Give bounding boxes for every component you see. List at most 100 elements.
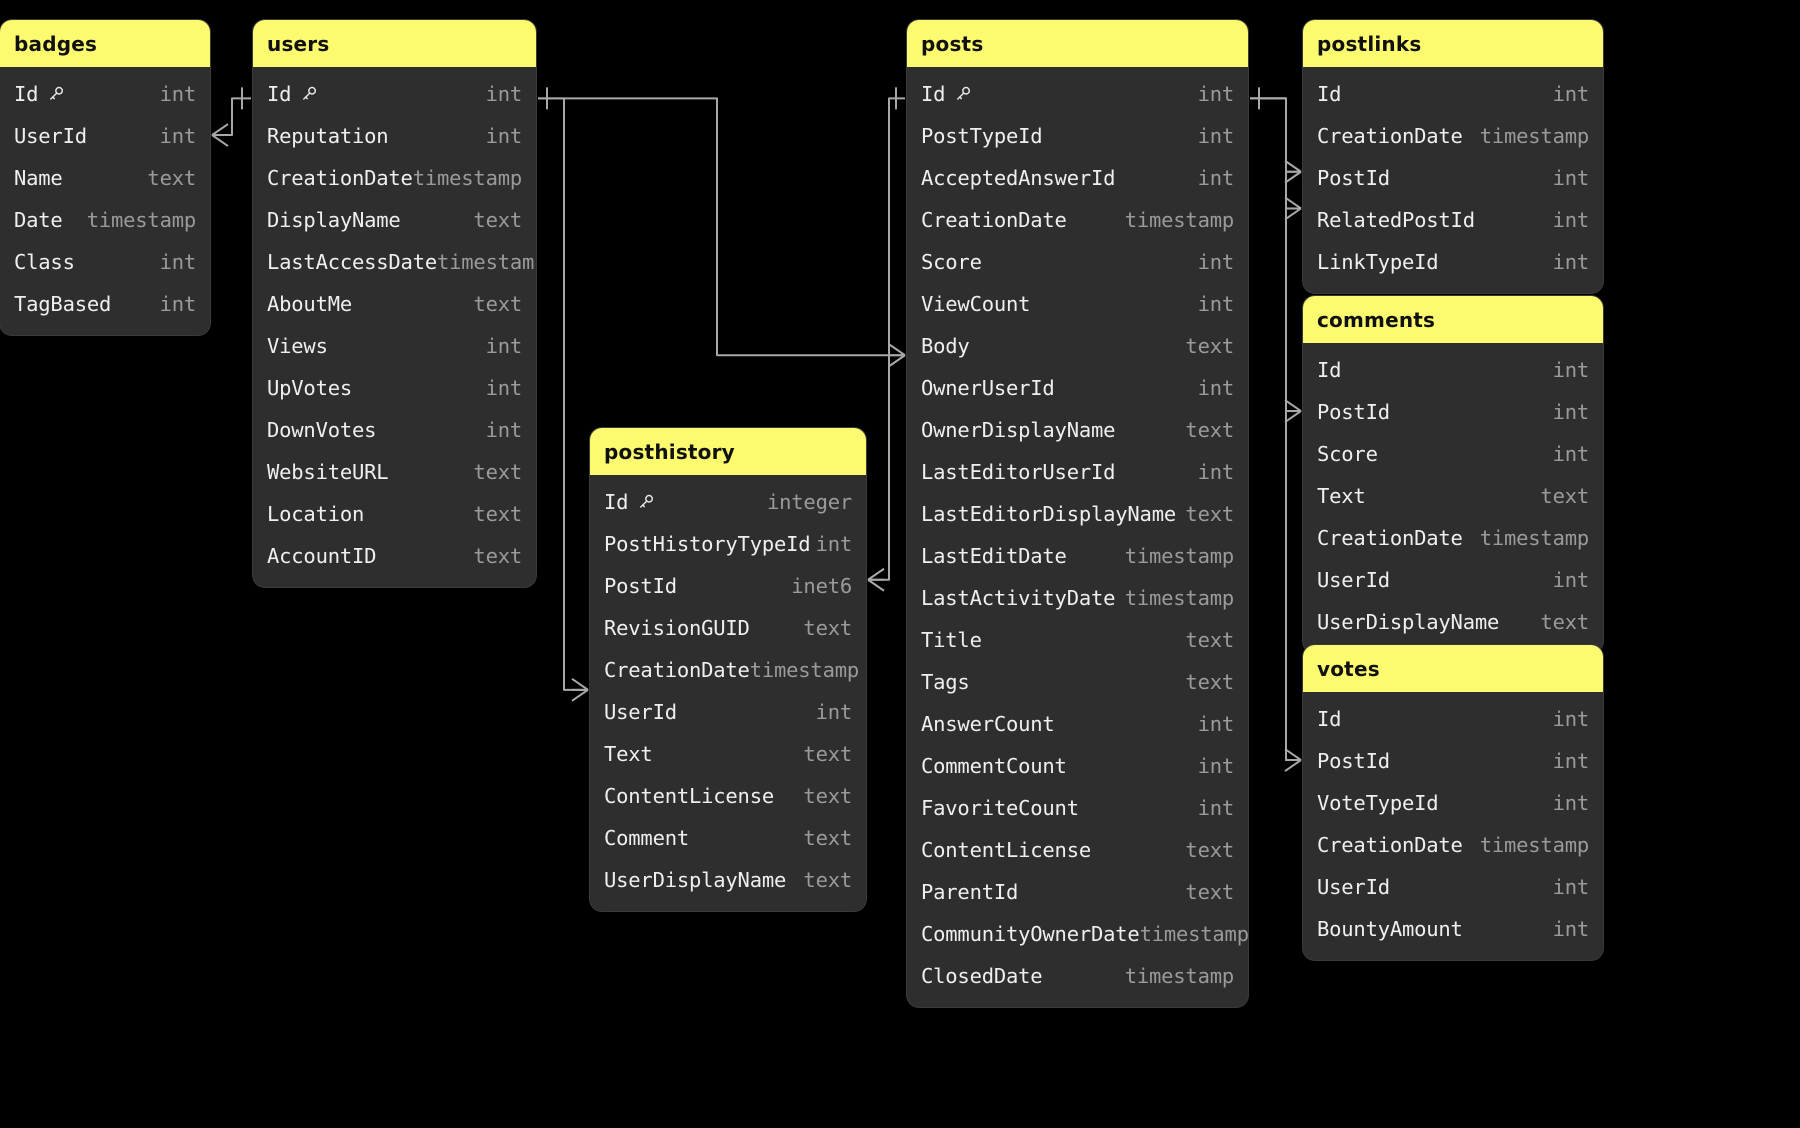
field-type: text — [473, 502, 522, 526]
field-name-text: UserDisplayName — [604, 868, 787, 892]
connector-line — [868, 97, 905, 581]
field-name-text: Class — [14, 250, 75, 274]
field-type: int — [1197, 292, 1235, 316]
many-marker — [571, 678, 589, 691]
field-name-text: CommunityOwnerDate — [921, 922, 1140, 946]
field-name-text: LastEditDate — [921, 544, 1067, 568]
key-icon — [47, 85, 65, 103]
table-title-badges: badges — [0, 20, 210, 67]
field-name-text: LastActivityDate — [921, 586, 1116, 610]
field-name-text: AcceptedAnswerId — [921, 166, 1116, 190]
many-marker — [1284, 748, 1302, 761]
field-name-text: PostId — [604, 574, 677, 598]
field-name: PostId — [1317, 166, 1390, 190]
field-name-text: AnswerCount — [921, 712, 1055, 736]
field-name: UserDisplayName — [604, 868, 786, 892]
field-row[interactable]: Class int — [0, 241, 210, 283]
field-name: ViewCount — [921, 292, 1030, 316]
field-row[interactable]: ViewCount int — [907, 283, 1248, 325]
field-name-text: AboutMe — [267, 292, 352, 316]
field-type: text — [473, 208, 522, 232]
connector-line — [538, 97, 588, 691]
many-marker — [1284, 159, 1302, 173]
field-name: VoteTypeId — [1317, 791, 1439, 815]
field-type: int — [159, 250, 197, 274]
